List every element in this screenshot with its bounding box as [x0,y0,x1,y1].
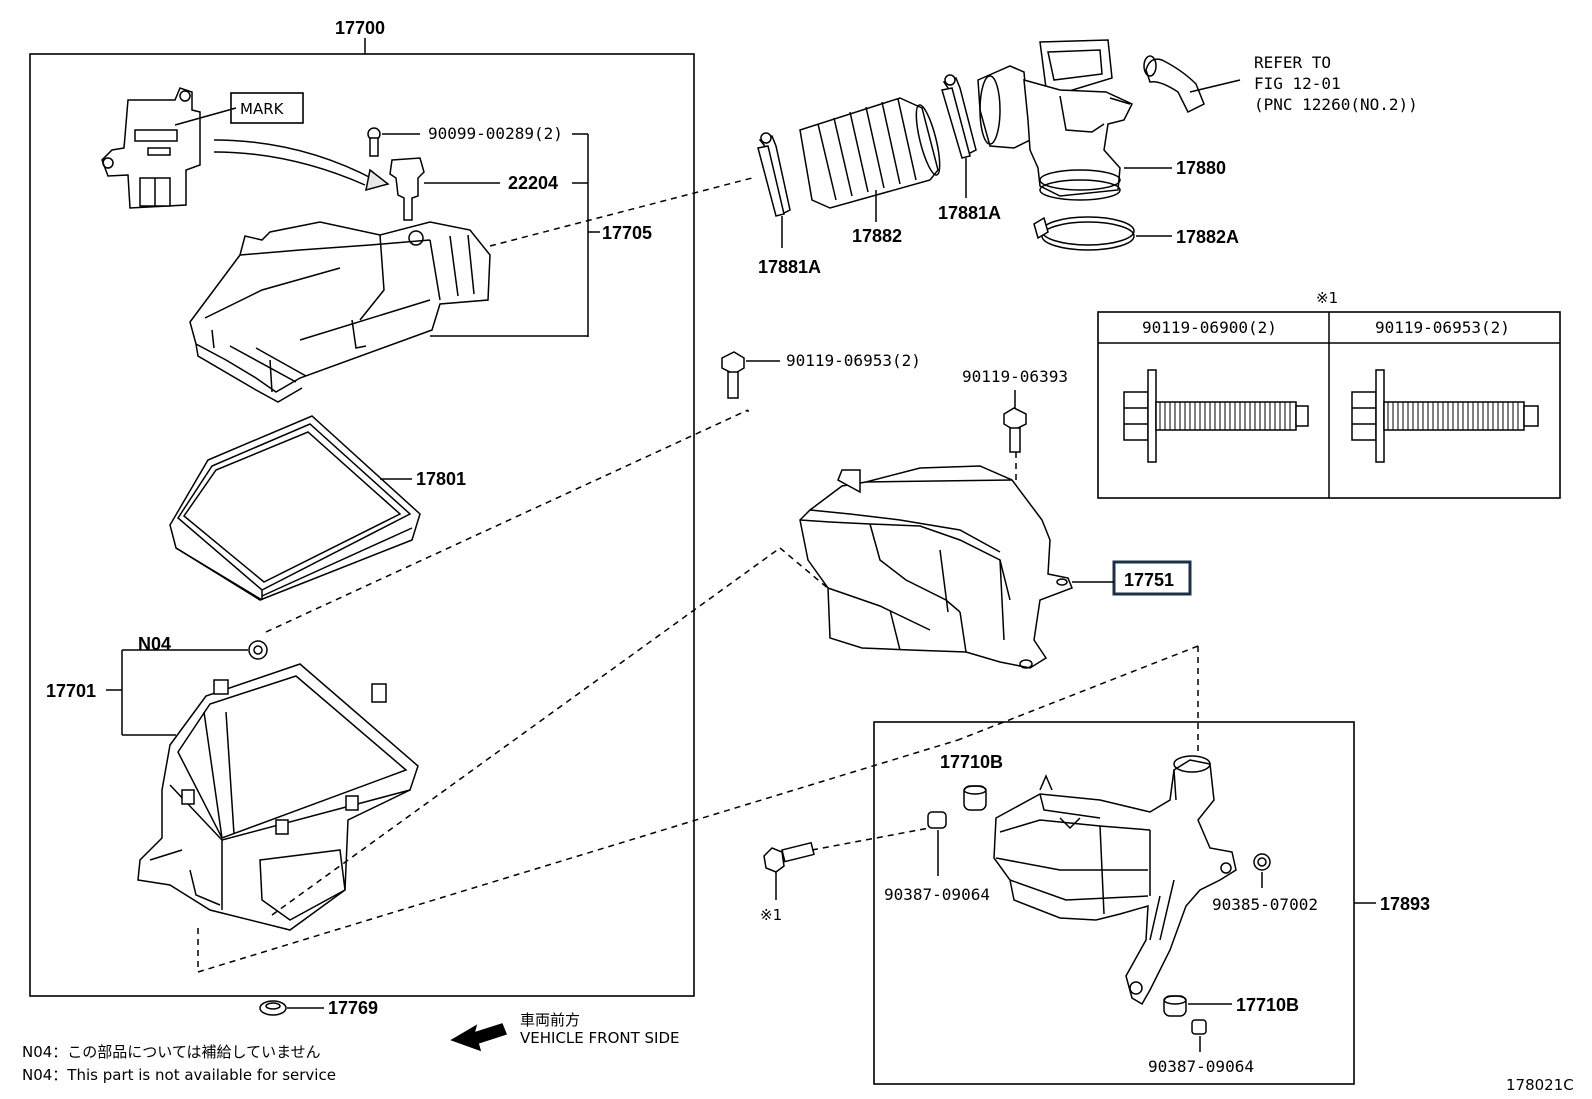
mark-label: MARK [240,100,285,118]
bolt-table-col1[interactable]: 90119-06900(2) [1142,318,1277,337]
label-17801[interactable]: 17801 [416,469,466,489]
refer-line2: FIG 12-01 [1254,74,1341,93]
assembly-17700-box [29,53,695,997]
label-17700[interactable]: 17700 [335,18,385,38]
selected-17751-box[interactable] [1112,560,1192,596]
label-17893[interactable]: 17893 [1380,894,1430,914]
direction-jp: 車両前方 [520,1011,580,1029]
mark-label-box [230,92,304,124]
label-17701[interactable]: 17701 [46,681,96,701]
air-cleaner-case-17701: N04 17701 [46,634,419,931]
direction-en: VEHICLE FRONT SIDE [520,1029,680,1047]
label-90387-09064-top[interactable]: 90387-09064 [884,885,990,904]
nut-90385-07002: 90385-07002 [1212,853,1318,914]
bolt-threads [1159,402,1519,430]
assembly-17700-group: 17700 [29,18,695,997]
bolt-ref-1: ※1 [760,825,941,924]
label-22204[interactable]: 22204 [508,173,558,193]
hose-band-17882A: 17882A [1033,216,1239,251]
bolt-90119-06953: 90119-06953(2) [721,351,921,399]
air-flow-meter-adapter-17880: 17880 [977,39,1226,201]
label-17705[interactable]: 17705 [602,223,652,243]
label-17881A-right[interactable]: 17881A [938,203,1001,223]
hose-reference: REFER TO FIG 12-01 (PNC 12260(NO.2)) [1143,53,1418,114]
label-17710B-top[interactable]: 17710B [940,752,1003,772]
label-17882A[interactable]: 17882A [1176,227,1239,247]
sensor-22204: 22204 [389,157,588,221]
note-en: N04：This part is not available for servi… [22,1066,336,1084]
screw-90099: 90099-00289(2) [367,124,589,337]
note-jp: N04：この部品については補給していません [22,1043,321,1061]
air-cleaner-cover-17705: 17705 [189,221,652,403]
label-N04[interactable]: N04 [138,634,171,654]
bolt-table-ref-mark: ※1 [1316,289,1338,307]
resonator-17751: 17751 [799,465,1192,669]
label-90385-07002[interactable]: 90385-07002 [1212,895,1318,914]
drawing-code: 178021C [1506,1076,1574,1094]
resonator-17893 [993,755,1237,1006]
label-17880[interactable]: 17880 [1176,158,1226,178]
clamp-17881A-right: 17881A [938,74,1001,223]
label-17882[interactable]: 17882 [852,226,902,246]
refer-line1: REFER TO [1254,53,1331,72]
label-17751[interactable]: 17751 [1124,570,1174,590]
clamp-17881A-left: 17881A [757,132,821,277]
bolt-table: ※1 90119-06900(2) 90119-06953(2) [1097,289,1561,499]
vehicle-front-direction: 車両前方 VEHICLE FRONT SIDE [450,1011,680,1052]
assembly-17893-group: 17893 [873,721,1430,1085]
label-90387-09064-bottom[interactable]: 90387-09064 [1148,1057,1254,1076]
label-90099-00289[interactable]: 90099-00289(2) [428,124,563,143]
grommet-17769: 17769 [259,998,378,1018]
sensor-mark-detail: MARK [101,87,390,209]
label-17769[interactable]: 17769 [328,998,378,1018]
label-17881A-left[interactable]: 17881A [758,257,821,277]
bolt-table-col2[interactable]: 90119-06953(2) [1375,318,1510,337]
intake-hose-17882: 17882 [799,97,941,246]
air-filter-17801: 17801 [169,415,466,601]
grommet-17710B-top: 17710B 90387-09064 [884,752,1003,904]
label-17710B-bottom[interactable]: 17710B [1236,995,1299,1015]
label-90119-06953[interactable]: 90119-06953(2) [786,351,921,370]
refer-line3: (PNC 12260(NO.2)) [1254,95,1418,114]
grommet-17710B-bottom: 17710B 90387-09064 [1148,995,1299,1076]
label-90119-06393[interactable]: 90119-06393 [962,367,1068,386]
label-ref-mark-small: ※1 [760,906,782,924]
